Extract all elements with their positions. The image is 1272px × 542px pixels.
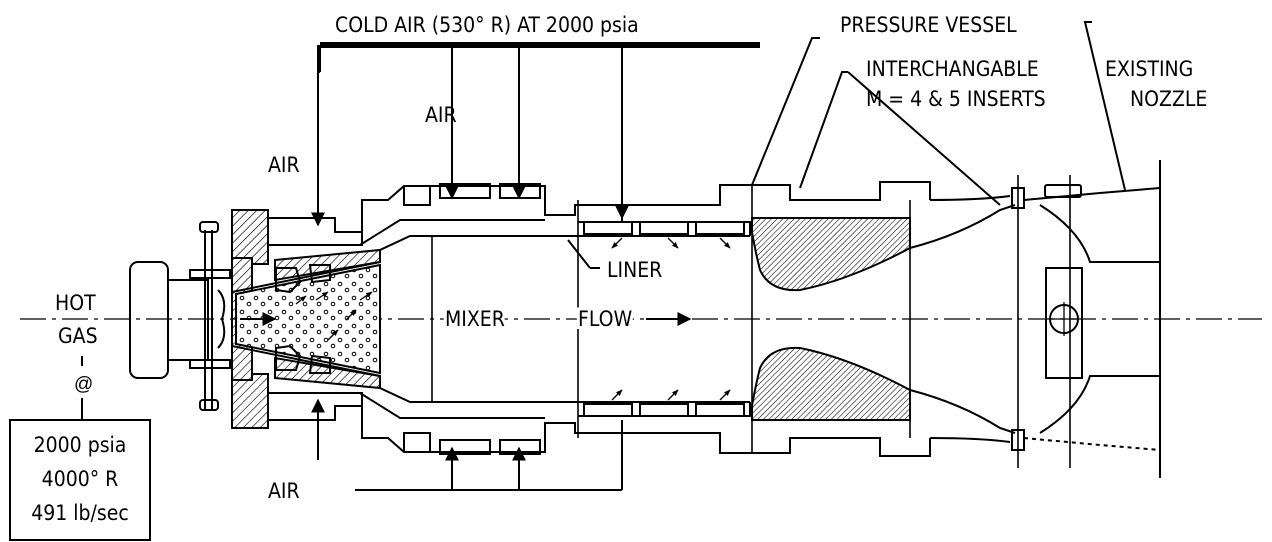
hot-gas-callout	[9, 356, 151, 541]
bottom-air-manifold	[311, 398, 623, 491]
hot-label: HOT	[55, 291, 96, 315]
air-bottom-label: AIR	[268, 479, 300, 503]
pressure-vessel-label: PRESSURE VESSEL	[840, 13, 1017, 37]
air-top-center-label: AIR	[425, 103, 457, 127]
at-symbol-label: @	[74, 374, 93, 395]
mixer-label: MIXER	[445, 307, 505, 331]
existing-nozzle-label-line1: EXISTING	[1105, 57, 1193, 81]
condition-pressure: 2000 psia	[34, 433, 127, 457]
gas-label: GAS	[58, 324, 98, 348]
flow-label: FLOW	[578, 307, 633, 331]
air-top-left-label: AIR	[268, 153, 300, 177]
nozzle-inserts	[751, 195, 1016, 443]
condition-temperature: 4000° R	[42, 467, 119, 491]
leader-lines	[567, 21, 1126, 269]
existing-nozzle-label-line2: NOZZLE	[1130, 87, 1207, 111]
condition-mass-flow: 491 lb/sec	[31, 501, 129, 525]
hot-gas-inlet	[129, 221, 231, 411]
cold-air-label: COLD AIR (530° R) AT 2000 psia	[335, 13, 639, 37]
mixer-section	[359, 183, 700, 455]
cold-air-manifold	[311, 42, 760, 227]
liner-label: LINER	[607, 258, 662, 282]
existing-nozzle	[1011, 160, 1161, 478]
interchangable-label-line2: M = 4 & 5 INSERTS	[866, 87, 1046, 111]
injector-combustor	[231, 209, 381, 429]
interchangable-label-line1: INTERCHANGABLE	[866, 57, 1039, 81]
